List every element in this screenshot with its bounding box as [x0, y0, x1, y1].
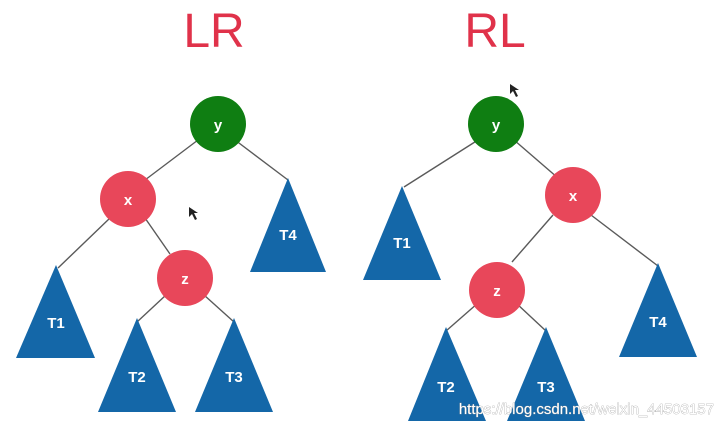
- lr-node-x: x: [100, 171, 156, 227]
- rl-node-x-label: x: [569, 188, 578, 205]
- lr-node-z: z: [157, 250, 213, 306]
- lr-t4-label: T4: [279, 227, 297, 244]
- rl-t4-label: T4: [649, 314, 667, 331]
- rl-node-y-circle: [468, 96, 524, 152]
- lr-edge-x-z: [144, 217, 171, 255]
- lr-subtree-t4: T4: [250, 178, 326, 272]
- lr-t2-label: T2: [128, 369, 146, 386]
- rl-edge-z-t3: [515, 302, 547, 332]
- lr-subtree-t1: T1: [16, 265, 95, 358]
- lr-t3-triangle: [195, 318, 273, 412]
- rl-node-z-circle: [469, 262, 525, 318]
- rl-node-x: x: [545, 167, 601, 223]
- lr-edge-z-t3: [203, 294, 235, 323]
- rl-t2-label: T2: [437, 379, 455, 396]
- rl-edge-x-t4: [590, 214, 659, 267]
- rl-subtree-t4: T4: [619, 263, 697, 357]
- lr-edge-y-t4: [234, 139, 289, 181]
- watermark-text: https://blog.csdn.net/weixin_44503157: [459, 401, 714, 418]
- cursor-icon-2: [510, 84, 519, 97]
- rl-t2-triangle: [408, 327, 486, 421]
- rl-edge-y-t1: [403, 139, 479, 188]
- lr-tree: LR T4 T1 T2 T3 y x: [16, 5, 326, 412]
- lr-edge-z-t2: [136, 294, 167, 323]
- rl-node-y-label: y: [492, 117, 501, 134]
- lr-node-y-label: y: [214, 117, 223, 134]
- lr-node-x-label: x: [124, 192, 133, 209]
- lr-node-z-label: z: [181, 271, 189, 288]
- rl-title: RL: [464, 5, 525, 58]
- rl-node-x-circle: [545, 167, 601, 223]
- rl-edge-z-t2: [445, 302, 479, 332]
- lr-node-y: y: [190, 96, 246, 152]
- lr-t4-triangle: [250, 178, 326, 272]
- rl-t3-triangle: [507, 327, 585, 421]
- rl-subtree-t1: T1: [363, 186, 441, 280]
- rl-t1-triangle: [363, 186, 441, 280]
- rl-t3-label: T3: [537, 379, 555, 396]
- rl-subtree-t2: T2: [408, 327, 486, 421]
- rl-t1-label: T1: [393, 235, 411, 252]
- rl-tree: RL T1 T4 T2 T3 y x: [363, 5, 697, 421]
- rl-node-z-label: z: [493, 283, 501, 300]
- lr-subtree-t2: T2: [98, 318, 176, 412]
- rl-subtree-t3: T3: [507, 327, 585, 421]
- lr-node-z-circle: [157, 250, 213, 306]
- lr-node-x-circle: [100, 171, 156, 227]
- lr-subtree-t3: T3: [195, 318, 273, 412]
- lr-t3-label: T3: [225, 369, 243, 386]
- lr-edge-x-t1: [57, 217, 111, 269]
- rl-edge-y-x: [513, 139, 559, 179]
- lr-t1-label: T1: [47, 315, 65, 332]
- rl-edge-x-z: [511, 214, 554, 263]
- lr-node-y-circle: [190, 96, 246, 152]
- lr-t1-triangle: [16, 265, 95, 358]
- rl-node-z: z: [469, 262, 525, 318]
- rl-t4-triangle: [619, 263, 697, 357]
- rl-node-y: y: [468, 96, 524, 152]
- lr-t2-triangle: [98, 318, 176, 412]
- lr-title: LR: [183, 5, 244, 58]
- cursor-icon: [189, 207, 198, 220]
- lr-edge-y-x: [144, 139, 199, 181]
